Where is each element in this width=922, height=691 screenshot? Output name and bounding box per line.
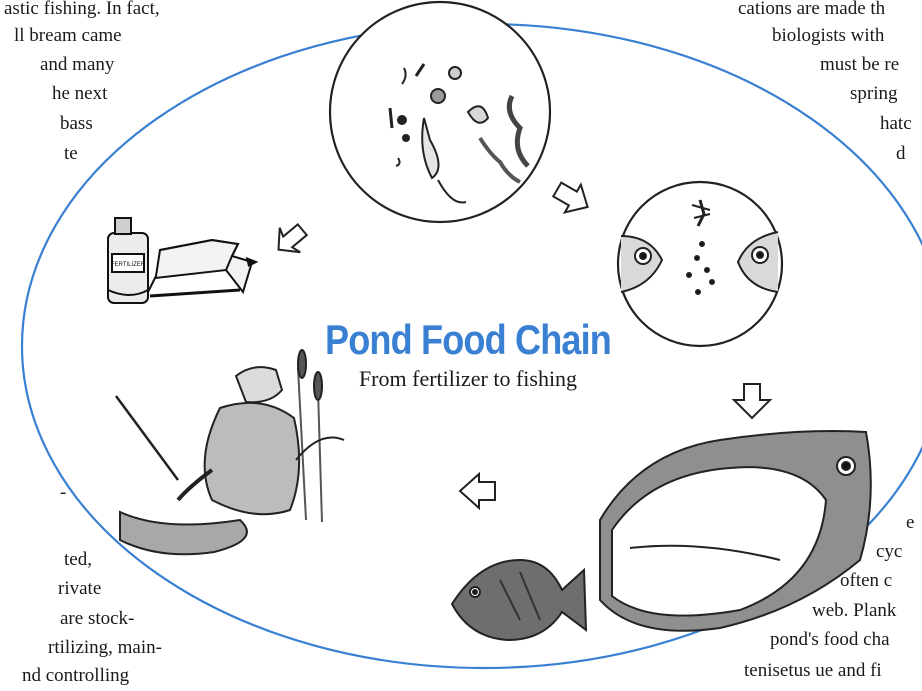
- small-fish-illustration: [618, 182, 782, 346]
- diagram-subtitle: From fertilizer to fishing: [288, 366, 648, 392]
- fertilizer-label: FERTILIZER: [111, 262, 146, 268]
- plankton-illustration: [330, 2, 550, 222]
- diagram-title: Pond Food Chain: [313, 316, 623, 364]
